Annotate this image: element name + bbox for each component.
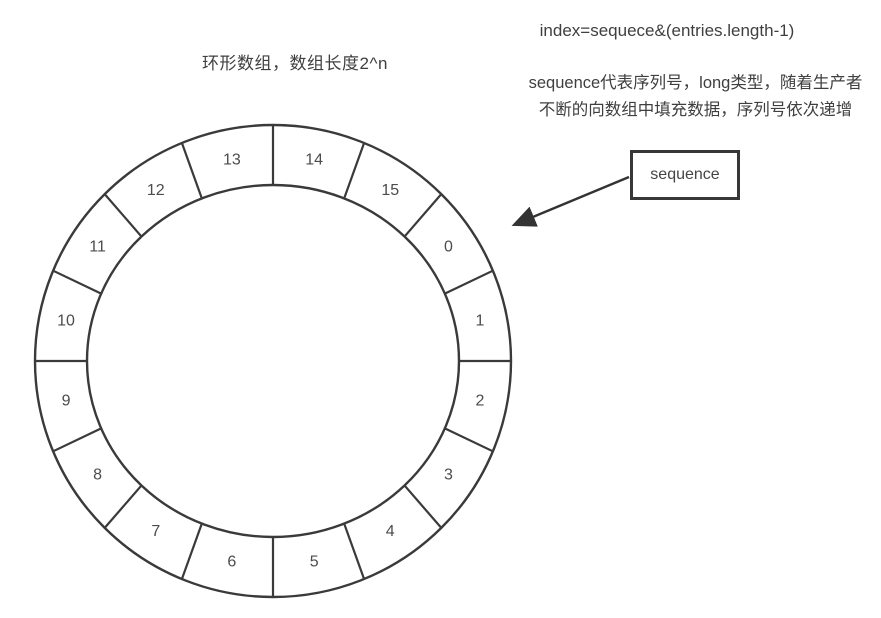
ring-segment-label-10: 10 xyxy=(57,313,75,330)
ring-segment-label-11: 11 xyxy=(89,239,106,256)
ring-segment-label-12: 12 xyxy=(147,182,165,199)
sequence-box-label: sequence xyxy=(650,166,720,183)
ring-segment-divider xyxy=(403,193,443,238)
ring-segment-divider xyxy=(403,484,443,529)
ring-segment-label-2: 2 xyxy=(475,392,484,409)
ring-inner-circle xyxy=(85,183,461,539)
ring-segment-label-8: 8 xyxy=(93,466,102,483)
diagram-title: 环形数组，数组长度2^n xyxy=(202,54,388,73)
ring-segment-label-9: 9 xyxy=(62,392,71,409)
ring-segment-divider xyxy=(343,523,366,580)
ring-segment-label-0: 0 xyxy=(444,239,453,256)
ring-segment-divider xyxy=(444,427,494,453)
description-line-1: sequence代表序列号，long类型，随着生产者 xyxy=(528,74,863,92)
ring-segment-divider xyxy=(103,193,143,238)
ring-segment-divider xyxy=(343,142,366,199)
ring-segment-label-7: 7 xyxy=(151,523,160,540)
ring-segment-divider xyxy=(180,523,203,580)
ring-segment-label-15: 15 xyxy=(381,182,399,199)
ring-segment-divider xyxy=(103,484,143,529)
ring-segment-divider xyxy=(180,142,203,199)
ring-segment-divider xyxy=(52,269,102,295)
index-formula: index=sequece&(entries.length-1) xyxy=(539,21,795,40)
ring-segment-label-3: 3 xyxy=(444,466,453,483)
ring-segment-label-6: 6 xyxy=(227,554,236,571)
sequence-box: sequence xyxy=(630,150,740,200)
description-line-2: 不断的向数组中填充数据，序列号依次递增 xyxy=(538,101,853,119)
ring-segment-label-13: 13 xyxy=(223,151,241,168)
ring-segment-label-14: 14 xyxy=(305,151,323,168)
ring-segment-divider xyxy=(444,269,494,295)
ring-segment-divider xyxy=(52,427,102,453)
sequence-description: sequence代表序列号，long类型，随着生产者 不断的向数组中填充数据，序… xyxy=(508,70,881,124)
ring-segment-label-4: 4 xyxy=(386,523,395,540)
sequence-arrow xyxy=(511,175,630,227)
ring-segment-label-1: 1 xyxy=(475,313,484,330)
ring-segment-label-5: 5 xyxy=(310,554,319,571)
